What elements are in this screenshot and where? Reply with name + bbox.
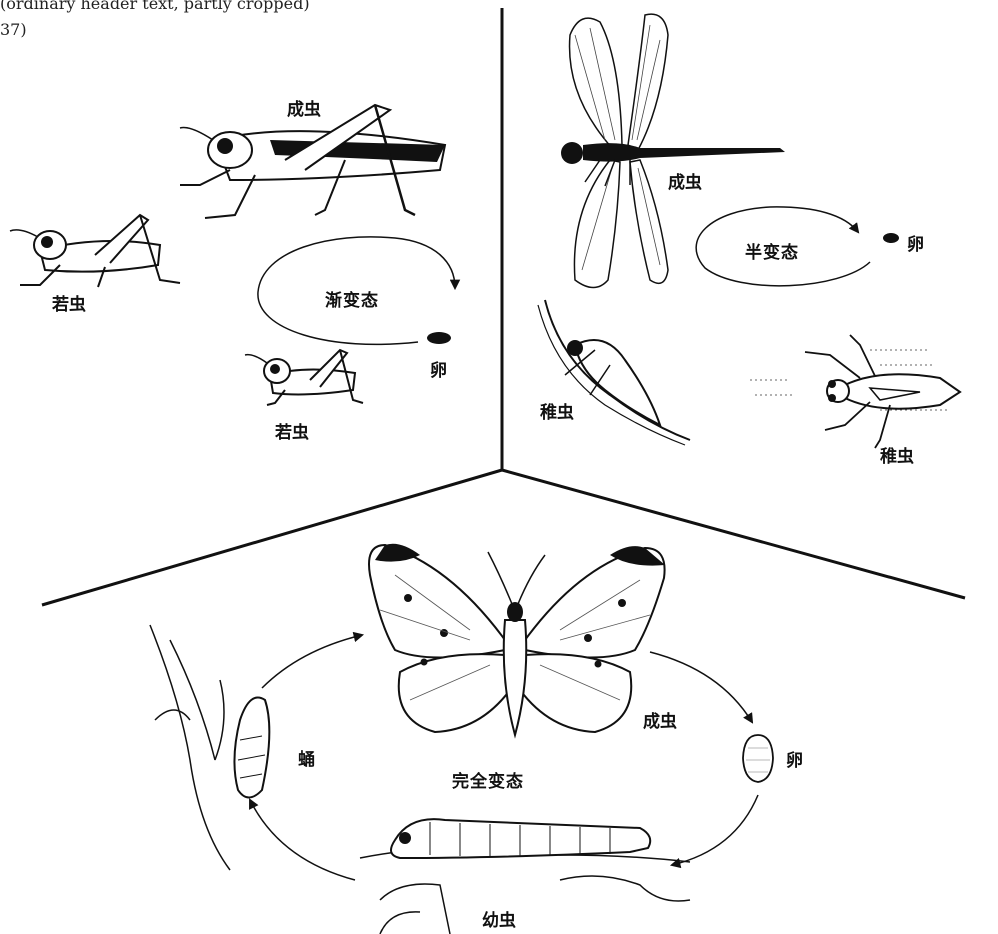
gradual-nymph-label-1: 若虫 — [52, 290, 86, 315]
arrow-larva-to-pupa — [250, 800, 355, 880]
complete-larva-label: 幼虫 — [482, 906, 516, 931]
complete-pupa-label: 蛹 — [298, 745, 315, 770]
caterpillar-larva — [360, 819, 690, 934]
gradual-cycle-label: 渐变态 — [325, 286, 379, 311]
arrow-egg-to-larva — [672, 795, 758, 865]
divider-right — [502, 470, 965, 598]
butterfly-egg — [743, 735, 773, 782]
complete-egg-label: 卵 — [786, 746, 803, 771]
complete-adult-label: 成虫 — [643, 707, 677, 732]
hemi-egg-label: 卵 — [907, 230, 924, 255]
hemi-cycle-label: 半变态 — [745, 238, 799, 263]
dragonfly-naiad-2 — [750, 335, 960, 448]
hemi-naiad-label-1: 稚虫 — [540, 398, 574, 423]
complete-cycle-label: 完全变态 — [452, 767, 524, 792]
dragonfly-naiad-1 — [538, 300, 690, 445]
dragonfly-egg — [883, 233, 899, 243]
hemi-adult-label: 成虫 — [668, 168, 702, 193]
grasshopper-egg — [427, 332, 451, 344]
hemi-naiad-label-2: 稚虫 — [880, 442, 914, 467]
panel-dividers — [42, 8, 965, 605]
grasshopper-nymph-1 — [10, 215, 180, 287]
butterfly-adult — [369, 544, 665, 735]
pupa-on-branch — [150, 625, 269, 870]
gradual-nymph-label-2: 若虫 — [275, 418, 309, 443]
grasshopper-adult — [180, 105, 445, 218]
gradual-egg-label: 卵 — [430, 356, 447, 381]
grasshopper-nymph-2 — [245, 350, 363, 405]
gradual-adult-label: 成虫 — [287, 95, 321, 120]
arrow-pupa-to-adult — [262, 635, 362, 688]
